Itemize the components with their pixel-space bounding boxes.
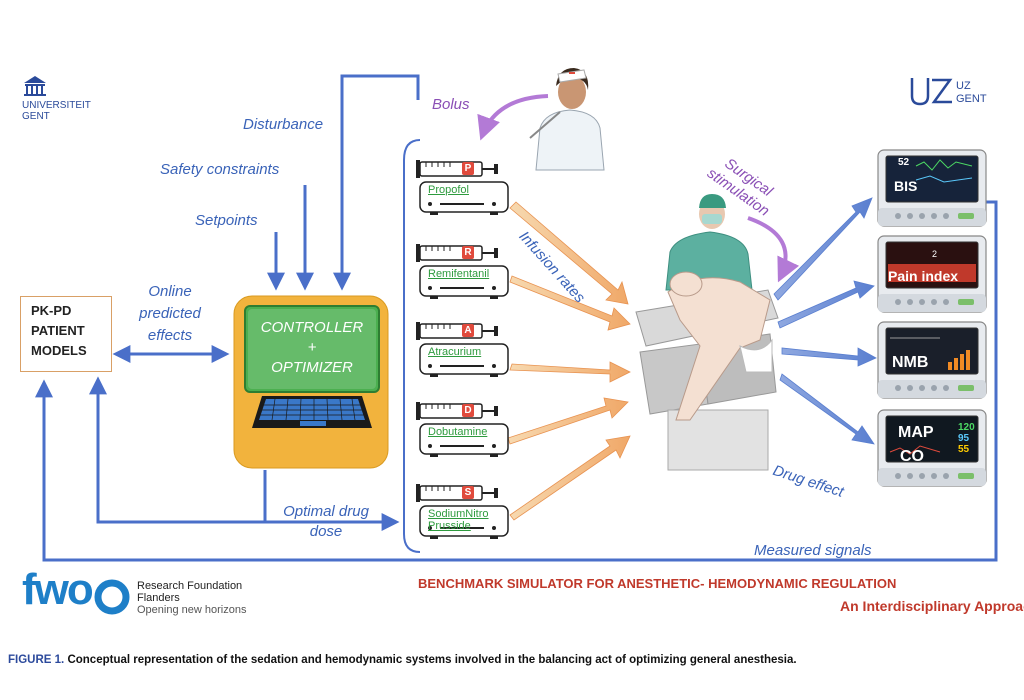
infusion-pump-1 bbox=[416, 244, 509, 299]
bolus-label: Bolus bbox=[432, 96, 470, 113]
infusion-pumps bbox=[416, 160, 509, 539]
pump-letter-1: R bbox=[462, 246, 474, 259]
pump-letter-3: D bbox=[462, 404, 474, 417]
uz-line2: GENT bbox=[956, 93, 987, 105]
infusion-pump-4 bbox=[416, 484, 509, 539]
controller-line1: CONTROLLER bbox=[260, 319, 364, 336]
pump-label-2: Atracurium bbox=[428, 346, 482, 358]
online-predicted-effects-label: Online predicted effects bbox=[132, 281, 208, 347]
pump-label-1: Remifentanil bbox=[428, 268, 490, 280]
optimal-drug-dose-label: Optimal drug dose bbox=[272, 502, 380, 542]
pump-label-0: Propofol bbox=[428, 184, 469, 196]
pk-pd-patient-models-box: PK-PD PATIENT MODELS bbox=[20, 296, 112, 372]
caption-text: Conceptual representation of the sedatio… bbox=[67, 654, 797, 666]
map-label: MAP bbox=[898, 424, 934, 441]
surgical-arrow bbox=[747, 216, 800, 283]
control-arrows bbox=[35, 74, 998, 562]
fwo-line2: Flanders bbox=[137, 592, 180, 604]
pump-letter-2: A bbox=[462, 324, 474, 337]
nmb-label: NMB bbox=[892, 354, 929, 371]
infusion-pump-2 bbox=[416, 322, 509, 377]
pump-bracket bbox=[403, 139, 421, 553]
pump-label-line2: Prusside bbox=[428, 520, 471, 532]
fwo-line3: Opening new horizons bbox=[137, 604, 247, 616]
pk-line3: MODELS bbox=[31, 343, 87, 358]
controller-line2: + bbox=[307, 339, 317, 356]
fwo-logo-text: Research Foundation Flanders Opening new… bbox=[137, 580, 246, 616]
bis-monitor-label: BIS bbox=[894, 178, 918, 194]
online-line3: effects bbox=[147, 327, 193, 344]
pump-label-line1: SodiumNitro bbox=[428, 508, 489, 520]
infusion-arrows bbox=[507, 201, 631, 521]
safety-constraints-label: Safety constraints bbox=[160, 161, 280, 178]
fwo-line1: Research Foundation bbox=[137, 580, 243, 592]
bis-monitor-icon bbox=[877, 149, 987, 227]
ugent-line1: UNIVERSITEIT bbox=[22, 100, 91, 111]
ugent-line2: GENT bbox=[22, 111, 50, 122]
map-value-3: 55 bbox=[958, 444, 970, 455]
pump-letter-4: S bbox=[462, 486, 474, 499]
disturbance-label: Disturbance bbox=[243, 116, 324, 133]
optimal-line1: Optimal drug bbox=[283, 503, 369, 520]
bolus-arrow bbox=[477, 94, 549, 141]
co-label: CO bbox=[900, 448, 924, 465]
setpoints-label: Setpoints bbox=[195, 212, 258, 229]
pk-line1: PK-PD bbox=[31, 303, 72, 318]
controller-line3: OPTIMIZER bbox=[271, 359, 353, 376]
map-values: 120 95 55 bbox=[958, 422, 975, 455]
measured-signals-label: Measured signals bbox=[754, 542, 872, 559]
pump-letter-0: P bbox=[462, 162, 474, 175]
online-line1: Online bbox=[148, 283, 192, 300]
fwo-text: fwo bbox=[22, 565, 94, 614]
online-line2: predicted bbox=[139, 305, 201, 322]
optimal-line2: dose bbox=[309, 523, 343, 540]
controller-optimizer-label: CONTROLLER + OPTIMIZER bbox=[247, 318, 377, 378]
pain-monitor-icon bbox=[877, 235, 987, 313]
nurse-illustration bbox=[529, 68, 605, 171]
fwo-logo-letters: fwo bbox=[22, 565, 94, 614]
ugent-logo-icon bbox=[24, 76, 46, 96]
monitor-arrows bbox=[773, 197, 877, 445]
benchmark-subtitle: An Interdisciplinary Approach bbox=[840, 598, 1024, 614]
map-co-monitor-icon bbox=[877, 409, 987, 487]
pump-label-3: Dobutamine bbox=[428, 426, 488, 438]
benchmark-title: BENCHMARK SIMULATOR FOR ANESTHETIC- HEMO… bbox=[418, 576, 897, 591]
uz-gent-logo: UZ GENT bbox=[956, 80, 987, 106]
map-value-1: 120 bbox=[958, 422, 975, 433]
ugent-logo: UNIVERSITEIT GENT bbox=[22, 100, 91, 122]
map-value-2: 95 bbox=[958, 433, 970, 444]
patient-table-illustration bbox=[635, 271, 779, 471]
pk-line2: PATIENT bbox=[31, 323, 85, 338]
uz-line1: UZ bbox=[956, 80, 971, 92]
figure-caption: FIGURE 1. Conceptual representation of t… bbox=[8, 654, 797, 666]
patient-monitors bbox=[877, 149, 987, 487]
bis-value: 52 bbox=[898, 157, 910, 168]
nmb-monitor-icon bbox=[877, 321, 987, 399]
pain-index-label: Pain index bbox=[888, 268, 959, 284]
bis-value-2: 2 bbox=[932, 249, 938, 259]
uz-gent-logo-icon bbox=[910, 78, 953, 106]
fwo-logo-icon bbox=[94, 579, 130, 615]
caption-head: FIGURE 1. bbox=[8, 654, 65, 666]
